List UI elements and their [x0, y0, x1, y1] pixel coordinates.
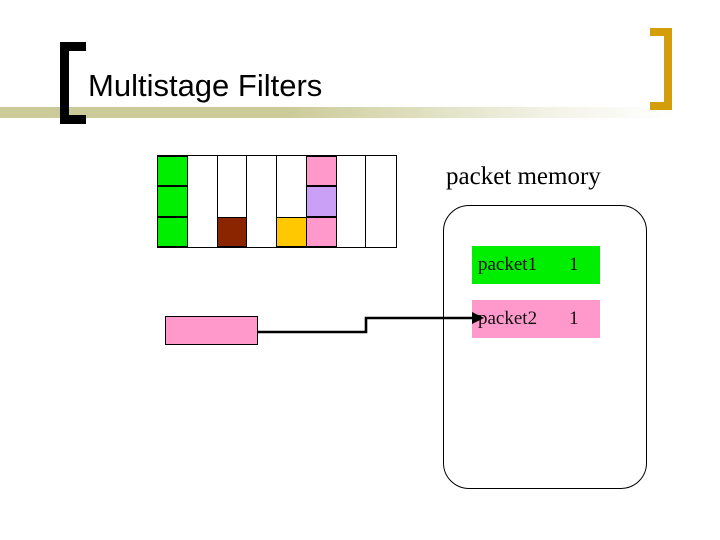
counter-cell-empty	[247, 156, 277, 187]
counter-cell-empty	[187, 186, 218, 217]
packet-memory-entry[interactable]: packet1 1	[472, 246, 600, 284]
packet-memory-label: packet memory	[446, 163, 601, 190]
counter-cell-empty	[336, 216, 367, 247]
connector-path	[258, 316, 472, 334]
packet-entry-count: 1	[569, 254, 579, 275]
counter-cell-pink	[306, 156, 337, 187]
counter-cell-empty	[277, 156, 307, 187]
packet-entry-name: packet1	[478, 254, 538, 275]
counter-cell-gold	[277, 216, 307, 247]
packet-entry-count: 1	[569, 308, 579, 329]
counter-cell-empty	[247, 186, 277, 217]
counter-cell-empty	[366, 156, 396, 187]
counter-cell-empty	[247, 216, 277, 247]
counter-cell-purple	[306, 186, 337, 217]
counter-cell-brown	[217, 216, 248, 247]
counter-cell-green	[158, 216, 188, 247]
counter-grid	[157, 155, 397, 248]
counter-cell-pink	[306, 216, 337, 247]
incoming-packet-box	[165, 316, 258, 345]
counter-cell-empty	[336, 156, 367, 187]
bracket-left-decoration	[60, 42, 86, 124]
counter-cell-empty	[217, 186, 248, 217]
counter-cell-green	[158, 186, 188, 217]
title-accent-band	[0, 107, 720, 118]
packet-memory-entry[interactable]: packet2 1	[472, 300, 600, 338]
counter-cell-empty	[366, 186, 396, 217]
counter-cell-empty	[277, 186, 307, 217]
packet-entry-name: packet2	[478, 308, 538, 329]
counter-cell-green	[158, 156, 188, 187]
counter-cell-empty	[366, 216, 396, 247]
counter-cell-empty	[187, 216, 218, 247]
counter-cell-empty	[187, 156, 218, 187]
bracket-right-decoration	[650, 28, 672, 110]
counter-cell-empty	[217, 156, 248, 187]
page-title: Multistage Filters	[88, 68, 323, 103]
counter-cell-empty	[336, 186, 367, 217]
